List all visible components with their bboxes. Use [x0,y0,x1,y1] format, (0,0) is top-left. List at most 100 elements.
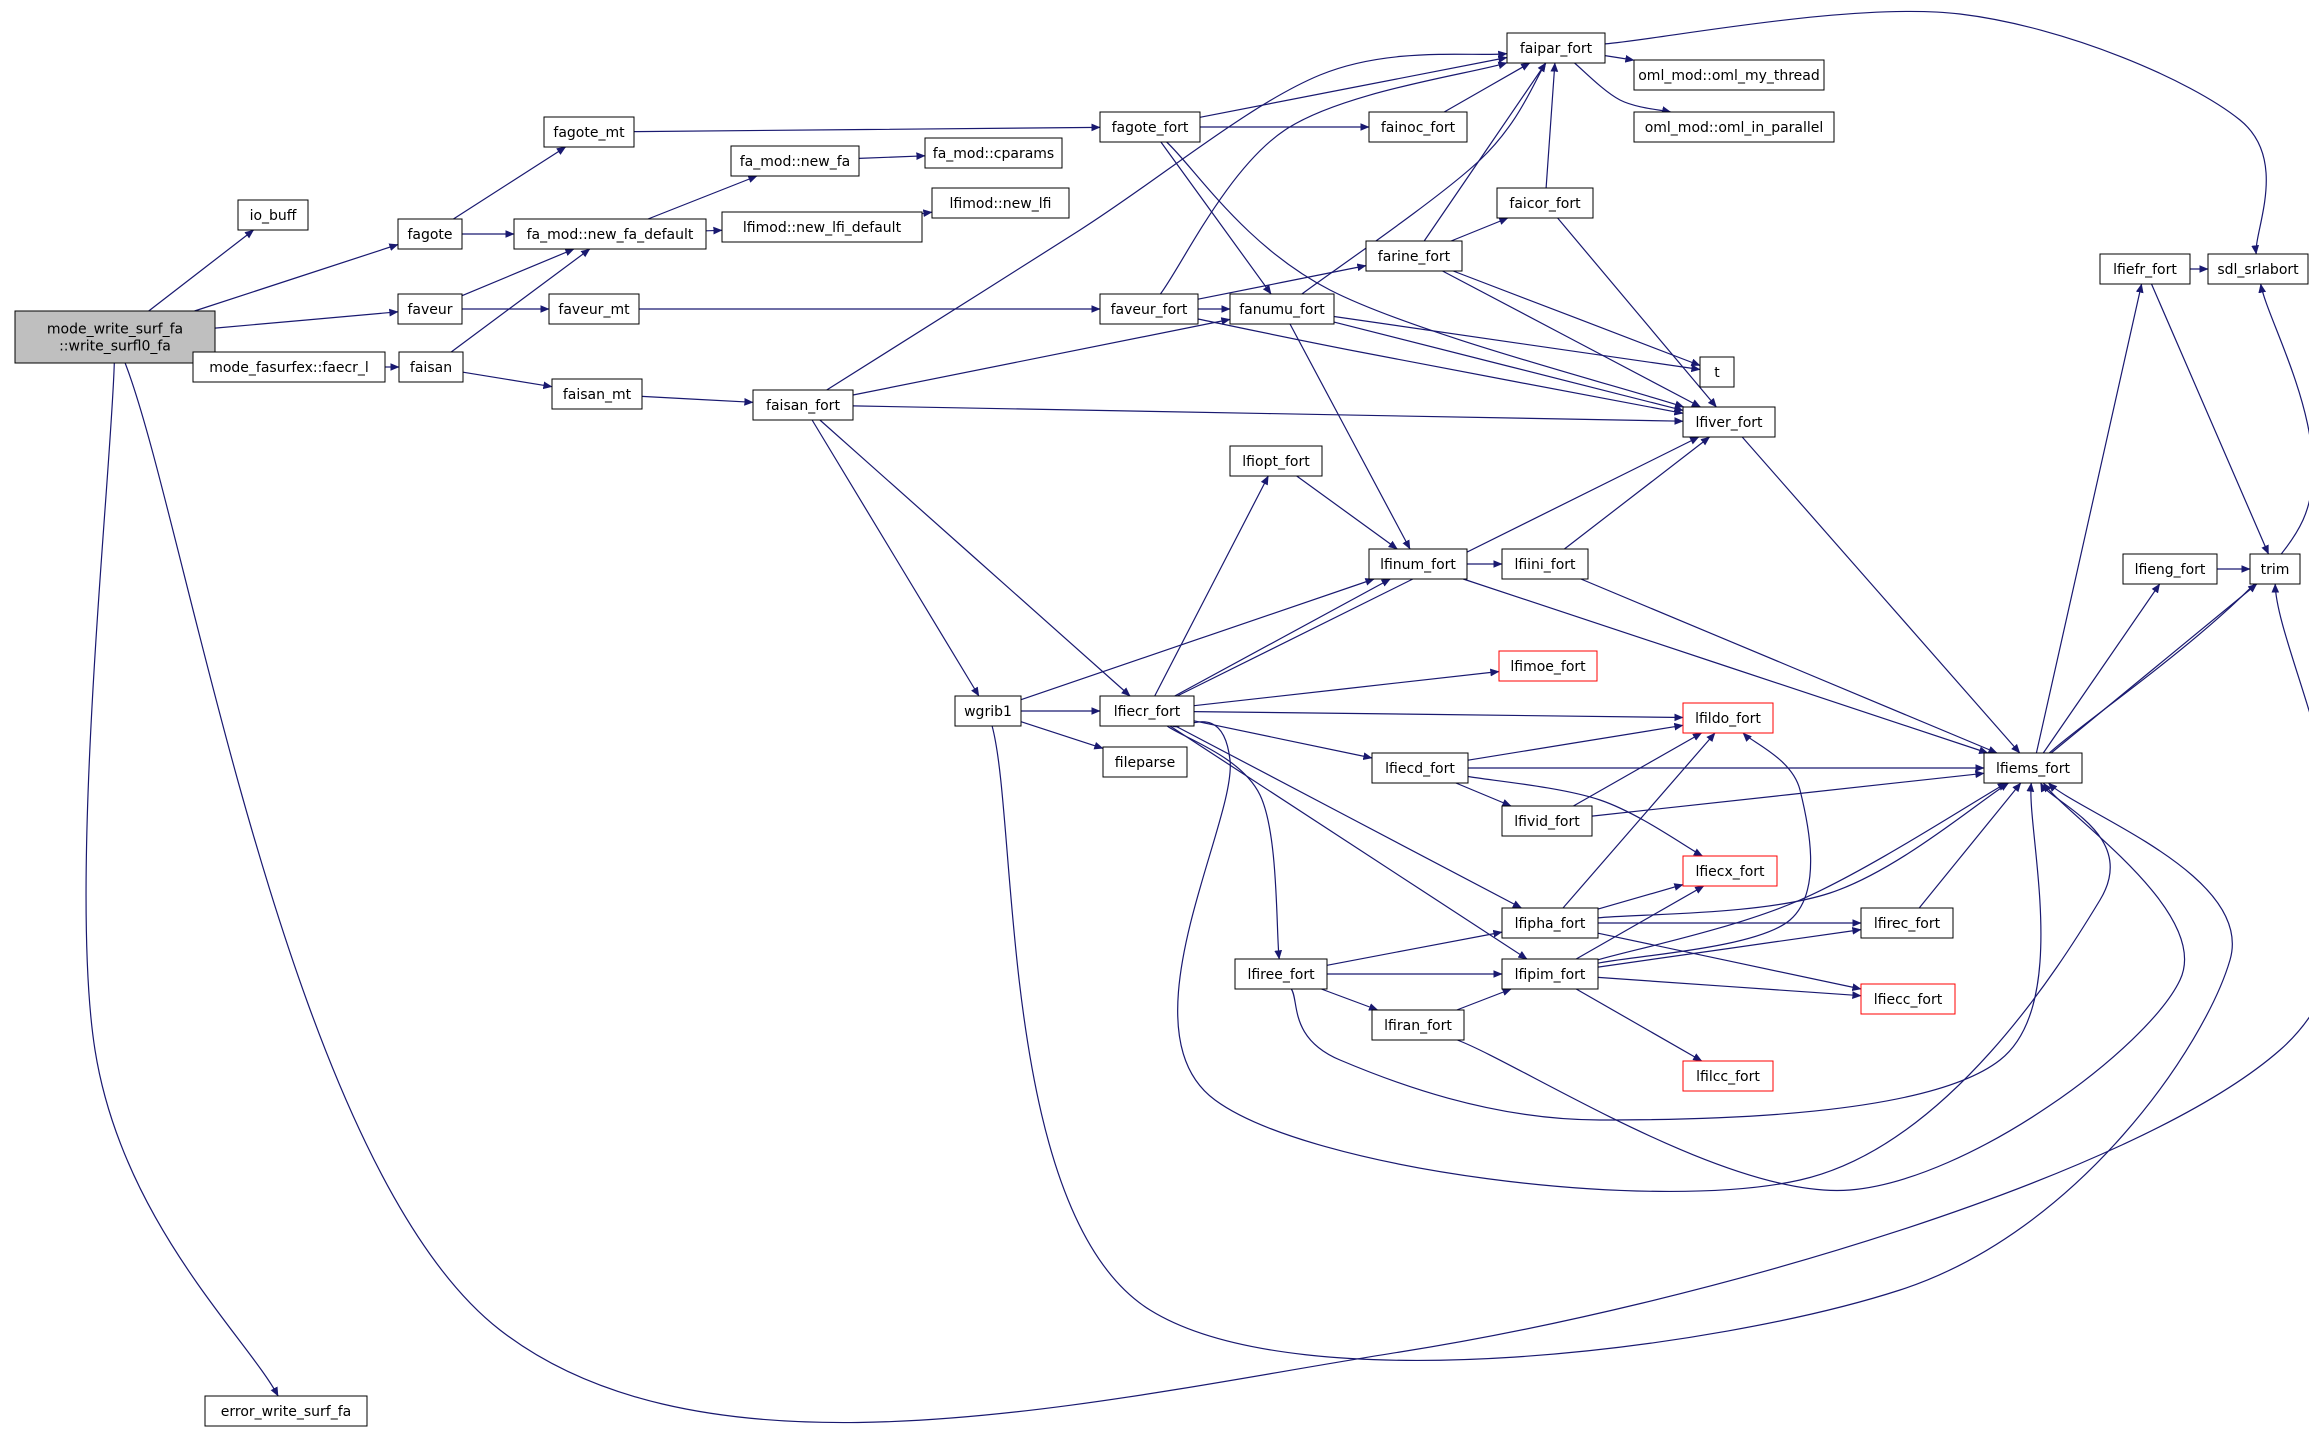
node-box-lfildo_fort[interactable] [1682,702,1774,734]
node-lfiefr_fort[interactable]: lfiefr_fort [2099,253,2191,285]
node-box-lfilcc_fort[interactable] [1682,1060,1774,1092]
node-lfiver_fort[interactable]: lfiver_fort [1682,406,1776,438]
node-box-lfiecc_fort[interactable] [1860,983,1956,1015]
node-faisan[interactable]: faisan [398,351,464,383]
node-box-trim[interactable] [2249,553,2301,585]
node-lfiecx_fort[interactable]: lfiecx_fort [1682,855,1778,887]
node-oml_my_thread[interactable]: oml_mod::oml_my_thread [1633,59,1825,91]
node-faecr_l[interactable]: mode_fasurfex::faecr_l [192,351,386,383]
node-lfieng_fort[interactable]: lfieng_fort [2122,553,2218,585]
node-lfinum_fort[interactable]: lfinum_fort [1368,548,1468,580]
node-box-fagote_mt[interactable] [543,116,635,148]
node-fagote_fort[interactable]: fagote_fort [1099,111,1201,143]
node-error_write_surf_fa[interactable]: error_write_surf_fa [204,1395,368,1427]
node-box-lfimoe_fort[interactable] [1498,650,1598,682]
node-box-fagote[interactable] [397,218,463,250]
node-box-faveur_mt[interactable] [548,293,640,325]
node-lfiini_fort[interactable]: lfiini_fort [1501,548,1589,580]
node-lfiran_fort[interactable]: lfiran_fort [1371,1009,1465,1041]
node-lfipha_fort[interactable]: lfipha_fort [1501,907,1599,939]
node-box-sdl_srlabort[interactable] [2207,253,2309,285]
node-box-faisan_mt[interactable] [551,378,643,410]
node-lfiecc_fort[interactable]: lfiecc_fort [1860,983,1956,1015]
node-fagote_mt[interactable]: fagote_mt [543,116,635,148]
node-sdl_srlabort[interactable]: sdl_srlabort [2207,253,2309,285]
node-box-fagote_fort[interactable] [1099,111,1201,143]
node-wgrib1[interactable]: wgrib1 [954,695,1022,727]
node-fileparse[interactable]: fileparse [1102,746,1188,778]
node-lfipim_fort[interactable]: lfipim_fort [1501,958,1599,990]
node-new_fa[interactable]: fa_mod::new_fa [730,145,860,177]
node-write_surfl0_fa: mode_write_surf_fa::write_surfl0_fa [14,310,216,364]
node-t[interactable]: t [1699,356,1735,388]
node-box-lfiver_fort[interactable] [1682,406,1776,438]
node-box-t[interactable] [1699,356,1735,388]
node-box-lfirec_fort[interactable] [1860,907,1954,939]
node-box-faecr_l[interactable] [192,351,386,383]
node-box-new_fa[interactable] [730,145,860,177]
node-box-faipar_fort[interactable] [1506,32,1606,64]
node-box-faisan[interactable] [398,351,464,383]
node-faveur[interactable]: faveur [397,293,463,325]
node-lfivid_fort[interactable]: lfivid_fort [1501,805,1593,837]
node-box-fanumu_fort[interactable] [1229,293,1335,325]
node-box-new_fa_default[interactable] [513,218,707,250]
node-trim[interactable]: trim [2249,553,2301,585]
node-lfirec_fort[interactable]: lfirec_fort [1860,907,1954,939]
node-box-lfiefr_fort[interactable] [2099,253,2191,285]
node-lfildo_fort[interactable]: lfildo_fort [1682,702,1774,734]
node-new_lfi_default[interactable]: lfimod::new_lfi_default [721,211,923,243]
node-box-lfiecr_fort[interactable] [1099,695,1195,727]
node-box-lfiini_fort[interactable] [1501,548,1589,580]
node-lfiecd_fort[interactable]: lfiecd_fort [1371,752,1469,784]
node-box-lfinum_fort[interactable] [1368,548,1468,580]
node-faipar_fort[interactable]: faipar_fort [1506,32,1606,64]
node-lfiems_fort[interactable]: lfiems_fort [1983,752,2083,784]
edge-faveur_fort--farine_fort [1197,263,1367,300]
node-box-new_lfi[interactable] [931,187,1070,219]
node-box-fileparse[interactable] [1102,746,1188,778]
node-fainoc_fort[interactable]: fainoc_fort [1368,111,1468,143]
node-box-error_write_surf_fa[interactable] [204,1395,368,1427]
node-box-lfipim_fort[interactable] [1501,958,1599,990]
node-box-faisan_fort[interactable] [752,389,854,421]
node-box-lfieng_fort[interactable] [2122,553,2218,585]
node-faisan_fort[interactable]: faisan_fort [752,389,854,421]
node-box-faveur_fort[interactable] [1099,293,1199,325]
node-box-lfiecd_fort[interactable] [1371,752,1469,784]
node-box-lfiopt_fort[interactable] [1229,445,1323,477]
node-box-lfivid_fort[interactable] [1501,805,1593,837]
node-fanumu_fort[interactable]: fanumu_fort [1229,293,1335,325]
node-box-faveur[interactable] [397,293,463,325]
node-box-new_lfi_default[interactable] [721,211,923,243]
node-cparams[interactable]: fa_mod::cparams [924,137,1063,169]
node-lfilcc_fort[interactable]: lfilcc_fort [1682,1060,1774,1092]
node-io_buff[interactable]: io_buff [237,199,309,231]
node-box-faicor_fort[interactable] [1496,187,1594,219]
node-box-wgrib1[interactable] [954,695,1022,727]
node-box-lfiecx_fort[interactable] [1682,855,1778,887]
node-box-cparams[interactable] [924,137,1063,169]
node-faveur_mt[interactable]: faveur_mt [548,293,640,325]
node-new_fa_default[interactable]: fa_mod::new_fa_default [513,218,707,250]
node-box-lfiems_fort[interactable] [1983,752,2083,784]
node-box-lfiree_fort[interactable] [1234,958,1328,990]
node-box-lfiran_fort[interactable] [1371,1009,1465,1041]
node-faveur_fort[interactable]: faveur_fort [1099,293,1199,325]
node-fagote[interactable]: fagote [397,218,463,250]
node-lfiopt_fort[interactable]: lfiopt_fort [1229,445,1323,477]
node-new_lfi[interactable]: lfimod::new_lfi [931,187,1070,219]
node-box-oml_in_parallel[interactable] [1633,111,1835,143]
node-box-fainoc_fort[interactable] [1368,111,1468,143]
node-farine_fort[interactable]: farine_fort [1365,240,1463,272]
node-box-lfipha_fort[interactable] [1501,907,1599,939]
node-lfiecr_fort[interactable]: lfiecr_fort [1099,695,1195,727]
node-box-oml_my_thread[interactable] [1633,59,1825,91]
node-box-farine_fort[interactable] [1365,240,1463,272]
node-box-io_buff[interactable] [237,199,309,231]
node-faisan_mt[interactable]: faisan_mt [551,378,643,410]
node-oml_in_parallel[interactable]: oml_mod::oml_in_parallel [1633,111,1835,143]
node-lfimoe_fort[interactable]: lfimoe_fort [1498,650,1598,682]
node-faicor_fort[interactable]: faicor_fort [1496,187,1594,219]
node-lfiree_fort[interactable]: lfiree_fort [1234,958,1328,990]
